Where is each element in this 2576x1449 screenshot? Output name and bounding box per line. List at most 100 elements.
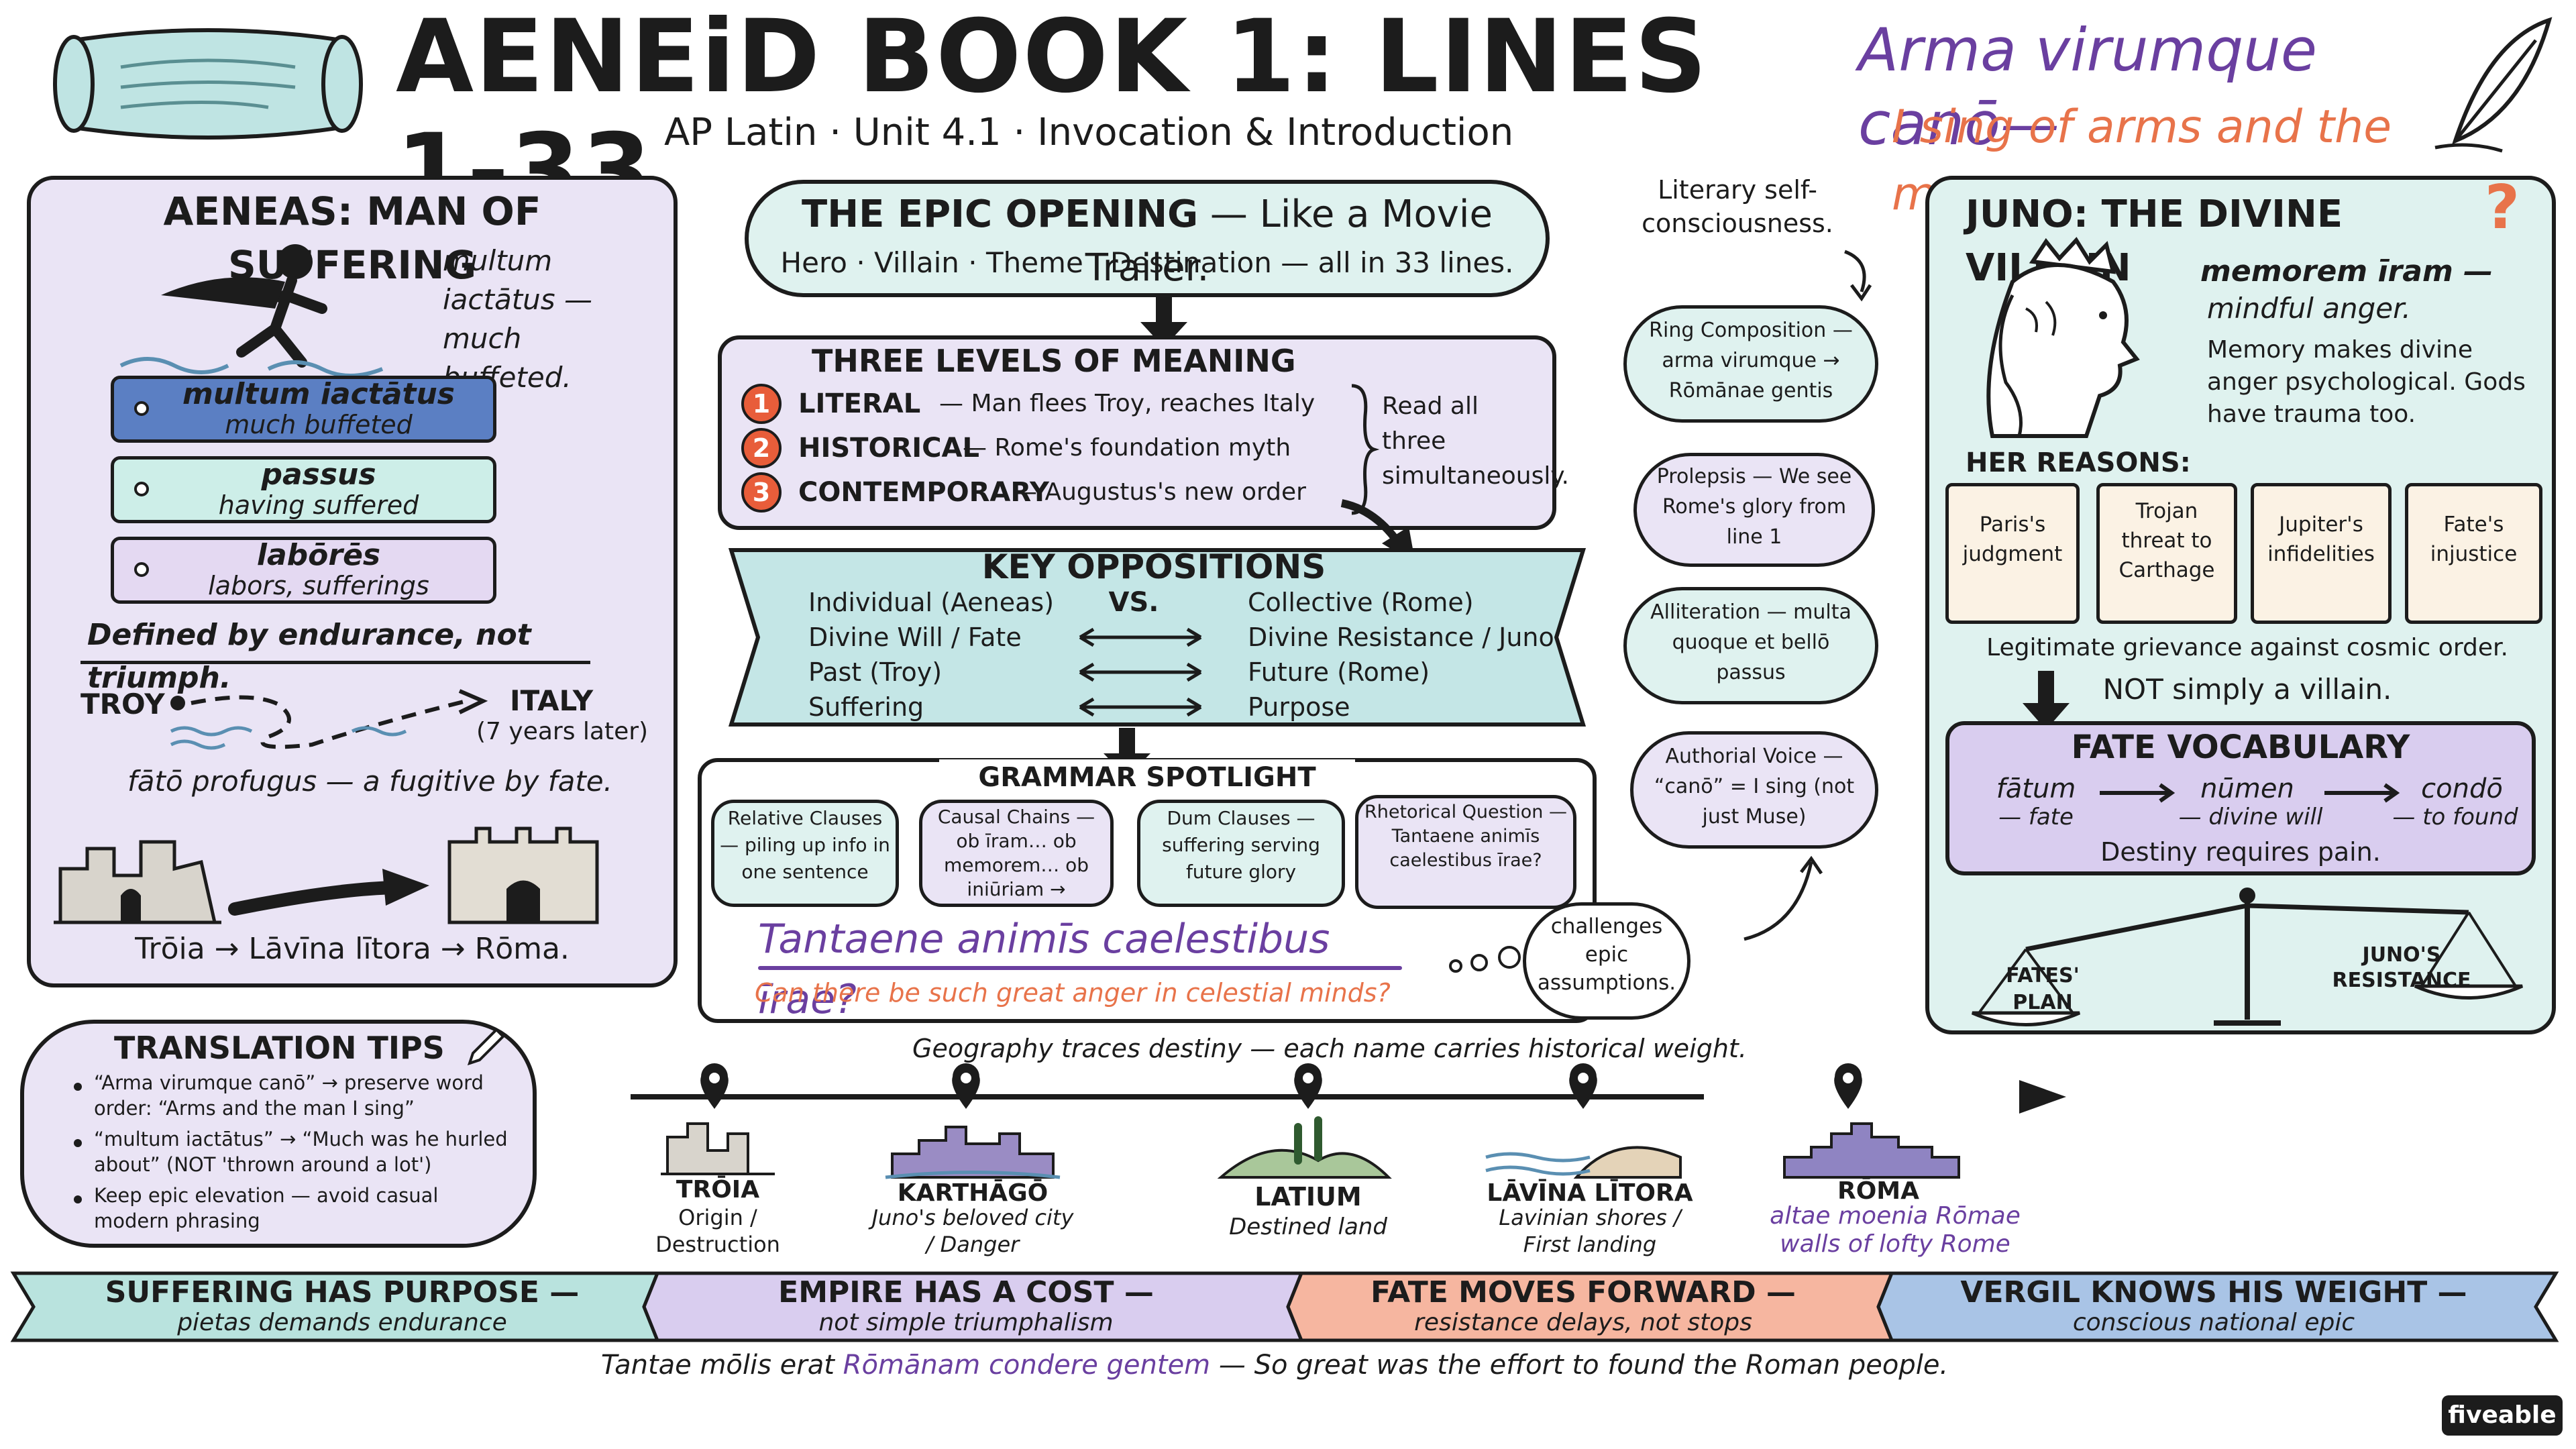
reason-text: Fate's injustice (2430, 513, 2518, 566)
opposition-right: Divine Resistance / Juno (1248, 623, 1554, 652)
literary-item (1630, 731, 1878, 849)
map-pin-icon (949, 1063, 983, 1110)
reasons-title: HER REASONS: (1966, 447, 2191, 478)
epic-sub: Hero · Villain · Theme · Destination — a… (780, 246, 1514, 279)
juno-grievance: Legitimate grievance against cosmic orde… (1986, 634, 2508, 661)
literary-label: Literary self-consciousness. (1642, 175, 1833, 238)
aeneas-defined: Defined by endurance, not triumph. (87, 618, 531, 695)
literary-item-text: Prolepsis — We see Rome's glory from lin… (1656, 465, 1852, 549)
arrow-right-icon (2321, 780, 2402, 806)
level-name: LITERAL (798, 388, 921, 419)
stop-desc: Juno's beloved city / Danger (871, 1205, 1074, 1257)
reason-text: Trojan threat to Carthage (2118, 499, 2215, 582)
level-num: 1 (752, 389, 771, 419)
running-man-icon (119, 241, 389, 378)
fate-word: nūmen (2200, 773, 2294, 804)
oppositions-title: KEY OPPOSITIONS (981, 547, 1326, 586)
fate-word-english: — fate (1998, 804, 2074, 830)
italy-label: ITALY (510, 684, 594, 717)
term-english: having suffered (218, 490, 419, 520)
grammar-card (711, 800, 899, 907)
footer-latin-b: Rōmānam condere gentem (843, 1350, 1211, 1381)
stop-name: TRŌIA (676, 1176, 760, 1203)
opposition-left: Suffering (808, 692, 924, 722)
reason-scroll (2251, 483, 2392, 624)
juno-memorem: memorem īram — (2200, 254, 2493, 288)
term-latin: labōrēs (256, 538, 381, 572)
level-desc: — Man flees Troy, reaches Italy (939, 390, 1316, 417)
fate-word: condō (2421, 773, 2503, 804)
troy-label: TROY (80, 688, 165, 720)
grammar-latin: Tantaene animīs caelestibus īrae? (758, 916, 1330, 1023)
scales-icon (1959, 885, 2536, 1026)
level-num: 3 (752, 478, 771, 507)
page-subtitle: AP Latin · Unit 4.1 · Invocation & Intro… (664, 111, 1514, 154)
stop-name: RŌMA (1837, 1177, 1919, 1205)
thought-bubble-text: challenges epic assumptions. (1537, 914, 1676, 995)
level-name: HISTORICAL (798, 433, 979, 464)
literary-item (1633, 453, 1875, 567)
banner-title: SUFFERING HAS PURPOSE — (105, 1275, 580, 1309)
level-num-badge (741, 384, 782, 424)
banner-sub: resistance delays, not stops (1414, 1309, 1752, 1336)
double-arrow-icon (1073, 694, 1208, 720)
juno-not-villain: NOT simply a villain. (2102, 673, 2392, 706)
banner-sub: pietas demands endurance (177, 1309, 507, 1336)
banner-sub: conscious national epic (2072, 1309, 2355, 1336)
roma-latin: altae moenia Rōmae (1770, 1202, 2021, 1230)
fate-word-english: — divine will (2178, 804, 2323, 830)
literary-item (1623, 305, 1878, 423)
term-tag (111, 537, 496, 604)
level-num-badge (741, 472, 782, 513)
journey-path-icon (170, 678, 493, 765)
grammar-card (1137, 800, 1345, 907)
fate-word: fātum (1996, 773, 2076, 804)
epic-cloud (745, 180, 1550, 297)
footer-english: — So great was the effort to found the R… (1218, 1350, 1949, 1381)
level-num-badge (741, 428, 782, 468)
tip-bullet (74, 1083, 82, 1091)
level-desc: — Rome's foundation myth (963, 434, 1291, 462)
level-num: 2 (752, 433, 771, 463)
grammar-english: Can there be such great anger in celesti… (755, 978, 1391, 1008)
arrow-small-icon (1838, 248, 1878, 302)
double-arrow-icon (1073, 659, 1208, 686)
arrow-down-icon (2019, 671, 2073, 731)
juno-mindful: mindful anger. (2207, 292, 2411, 325)
arrow-down-icon (1137, 295, 1191, 349)
tips-panel (20, 1020, 537, 1248)
grammar-title: GRAMMAR SPOTLIGHT (939, 759, 1355, 796)
banner-title: EMPIRE HAS A COST — (778, 1275, 1154, 1309)
fate-word-english: — to found (2392, 804, 2518, 830)
aeneas-title: AENEAS: MAN OF SUFFERING (163, 189, 541, 288)
grammar-card-text: Rhetorical Question — Tantaene animīs ca… (1364, 802, 1567, 871)
stop-desc: Destined land (1229, 1214, 1387, 1240)
stop-name: LĀVĪNA LĪTORA (1487, 1179, 1693, 1207)
literary-item-text: Authorial Voice — “canō” = I sing (not j… (1654, 745, 1855, 828)
footer-line: Tantae mōlis erat Rōmānam condere gentem… (134, 1345, 2415, 1385)
page-title: AENEiD BOOK 1: LINES 1-33 (396, 0, 1709, 229)
fate-panel (1945, 721, 2536, 875)
epic-title-line: THE EPIC OPENING — Like a Movie Trailer. (765, 188, 1529, 290)
lavinian-shore-icon (1483, 1117, 1684, 1181)
pencil-icon (463, 1023, 510, 1070)
map-pin-icon (1831, 1063, 1865, 1110)
tip-bullet (74, 1139, 82, 1147)
stop-name: KARTHĀGŌ (897, 1179, 1049, 1207)
roma-english: walls of lofty Rome (1780, 1230, 2010, 1258)
levels-note: Read all three simultaneously. (1382, 392, 1569, 490)
term-tag-hole (134, 562, 149, 577)
arrow-right-icon (2096, 780, 2177, 806)
tips-title: TRANSLATION TIPS (114, 1030, 445, 1066)
timeline-line (631, 1077, 2073, 1117)
vs-label: VS. (1108, 587, 1159, 618)
junos-resistance-label: JUNO'S RESISTANCE (2332, 943, 2471, 992)
double-arrow-icon (1073, 624, 1208, 651)
reason-text: Paris's judgment (1962, 513, 2063, 566)
grammar-card-text: Causal Chains — ob īram… ob memorem… ob … (937, 806, 1095, 900)
banner-strip (10, 1270, 2563, 1344)
epic-title: THE EPIC OPENING (802, 193, 1199, 236)
tip-item: “Arma virumque canō” → preserve word ord… (94, 1071, 484, 1120)
opposition-left: Past (Troy) (808, 657, 943, 687)
levels-title: THREE LEVELS OF MEANING (812, 343, 1296, 379)
